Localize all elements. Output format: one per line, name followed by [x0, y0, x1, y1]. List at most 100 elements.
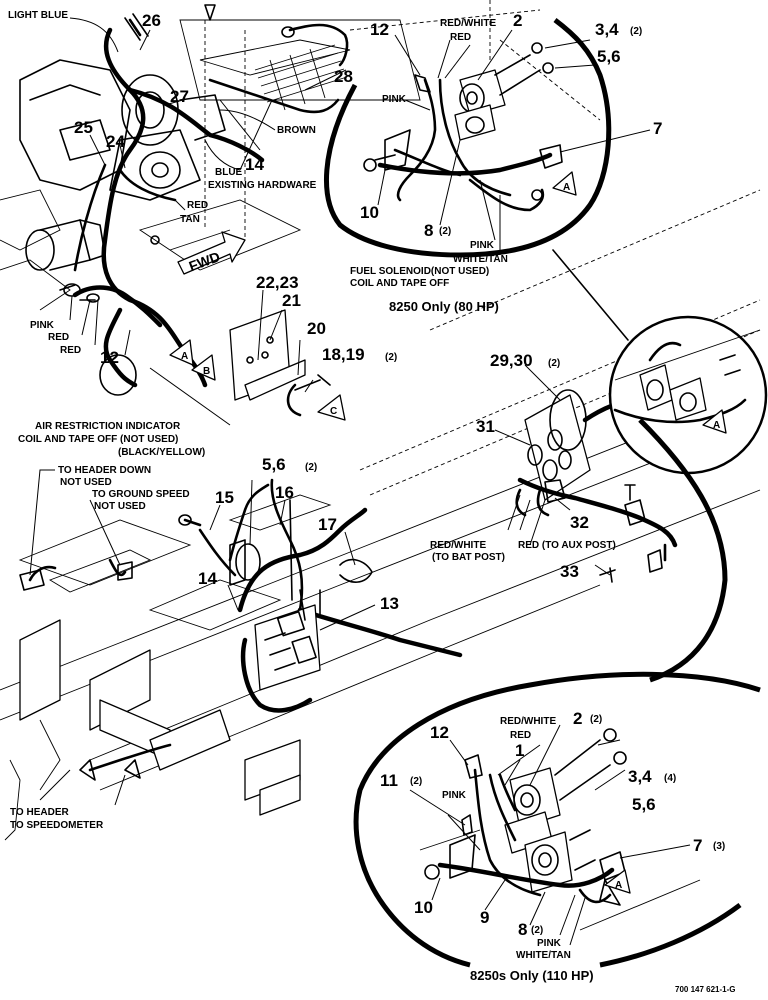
bot-callout-3-4: 3,4	[628, 767, 652, 786]
label-red-left-2: RED	[60, 345, 81, 356]
top-callout-7: 7	[653, 119, 662, 138]
tag-a-left	[169, 339, 194, 366]
callout-14-top: 14	[245, 155, 264, 174]
top-label-pink-2: PINK	[470, 240, 495, 251]
callout-24: 24	[106, 132, 125, 151]
callout-17: 17	[318, 515, 337, 534]
label-tan: TAN	[180, 214, 200, 225]
label-light-blue: LIGHT BLUE	[8, 10, 68, 21]
label-ground-not-used: NOT USED	[94, 501, 146, 512]
fwd-label: FWD	[187, 248, 222, 274]
callout-5-6-mid: 5,6	[262, 455, 286, 474]
bot-callout-11: 11	[380, 771, 398, 790]
label-red-upper: RED	[187, 200, 208, 211]
callout-22-23: 22,23	[256, 273, 299, 292]
label-red-aux-post: RED (TO AUX POST)	[518, 540, 616, 551]
tag-c-left	[317, 394, 346, 421]
bot-label-red: RED	[510, 730, 531, 741]
callout-32: 32	[570, 513, 589, 532]
bot-callout-1: 1	[515, 741, 524, 760]
document-id: 700 147 621-1-G	[675, 985, 736, 994]
callout-labels: LIGHT BLUE 26 28 27 25 24 BROWN 14 BLUE …	[8, 10, 736, 994]
top-label-coil-tape-off: COIL AND TAPE OFF	[350, 278, 449, 289]
tag-a-bottom-letter: A	[615, 880, 622, 891]
label-to-bat-post: (TO BAT POST)	[432, 552, 505, 563]
main-harness-upper	[59, 4, 349, 396]
callout-25: 25	[74, 118, 93, 137]
top-label-pink: PINK	[382, 94, 407, 105]
bot-label-white-tan: WHITE/TAN	[516, 950, 571, 961]
bot-callout-12: 12	[430, 723, 449, 742]
label-header-not-used: NOT USED	[60, 477, 112, 488]
label-existing-hardware: EXISTING HARDWARE	[208, 180, 317, 191]
callout-33: 33	[560, 562, 579, 581]
bot-label-pink-2: PINK	[537, 938, 562, 949]
label-air-restriction-1: AIR RESTRICTION INDICATOR	[35, 421, 181, 432]
top-callout-3-4: 3,4	[595, 20, 619, 39]
inset-circle	[608, 315, 768, 475]
callout-28: 28	[334, 67, 353, 86]
bot-qty-11: (2)	[410, 776, 422, 787]
callout-27: 27	[170, 87, 189, 106]
bot-callout-8: 8	[518, 920, 527, 939]
mounting-bracket	[229, 309, 331, 417]
detail-110hp	[353, 418, 761, 968]
top-qty-8: (2)	[439, 226, 451, 237]
label-brown: BROWN	[277, 125, 316, 136]
callout-26: 26	[142, 11, 161, 30]
tag-a-left-letter: A	[181, 351, 188, 362]
callout-13: 13	[380, 594, 399, 613]
qty-18-19: (2)	[385, 352, 397, 363]
label-blue: BLUE	[215, 167, 243, 178]
caption-110hp: 8250s Only (110 HP)	[470, 968, 594, 983]
bot-callout-10: 10	[414, 898, 433, 917]
tag-a-top	[552, 171, 577, 196]
label-air-restriction-3: (BLACK/YELLOW)	[118, 447, 205, 458]
label-red-white-bat: RED/WHITE	[430, 540, 486, 551]
qty-29-30: (2)	[548, 358, 560, 369]
bot-label-pink: PINK	[442, 790, 467, 801]
bot-qty-2: (2)	[590, 714, 602, 725]
label-air-restriction-2: COIL AND TAPE OFF (NOT USED)	[18, 434, 178, 445]
bot-callout-7: 7	[693, 836, 702, 855]
main-harness-lower	[19, 478, 463, 781]
inset-connector-line	[552, 249, 629, 341]
top-label-white-tan: WHITE/TAN	[453, 254, 508, 265]
label-to-speedometer: TO SPEEDOMETER	[10, 820, 104, 831]
relay-block	[254, 499, 321, 691]
callout-21: 21	[282, 291, 301, 310]
forward-arrow: FWD	[177, 231, 246, 275]
top-callout-2: 2	[513, 11, 522, 30]
qty-5-6-mid: (2)	[305, 462, 317, 473]
label-red-left-1: RED	[48, 332, 69, 343]
top-label-red: RED	[450, 32, 471, 43]
label-to-header: TO HEADER	[10, 807, 69, 818]
bot-qty-3-4: (4)	[664, 773, 676, 784]
top-label-fuel-solenoid: FUEL SOLENOID(NOT USED)	[350, 266, 489, 277]
label-to-header-down: TO HEADER DOWN	[58, 465, 151, 476]
bot-qty-8: (2)	[531, 925, 543, 936]
tag-a-bottom	[604, 869, 631, 894]
callout-15: 15	[215, 488, 234, 507]
callout-31: 31	[476, 417, 495, 436]
top-callout-5-6: 5,6	[597, 47, 621, 66]
callout-16: 16	[275, 483, 294, 502]
top-qty-3-4: (2)	[630, 26, 642, 37]
tag-b-left	[191, 354, 216, 381]
callout-12-left: 12	[100, 348, 119, 367]
label-to-ground-speed: TO GROUND SPEED	[92, 489, 190, 500]
bot-callout-5-6: 5,6	[632, 795, 656, 814]
top-callout-8: 8	[424, 221, 433, 240]
callout-20: 20	[307, 319, 326, 338]
callout-14-mid: 14	[198, 569, 217, 588]
tag-a-top-letter: A	[563, 182, 570, 193]
label-pink-left: PINK	[30, 320, 55, 331]
tag-c-left-letter: C	[330, 406, 337, 417]
bot-callout-9: 9	[480, 908, 489, 927]
bot-qty-7: (3)	[713, 841, 725, 852]
tag-a-inset	[702, 409, 727, 434]
top-callout-12: 12	[370, 20, 389, 39]
top-label-red-white: RED/WHITE	[440, 18, 496, 29]
